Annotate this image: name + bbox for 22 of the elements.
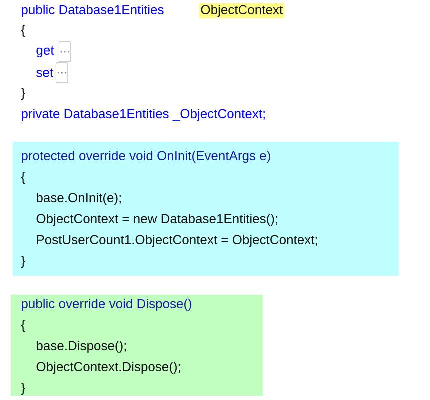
collapsed-block: ... (56, 62, 68, 84)
code-line: get (36, 46, 54, 58)
code-line: set (36, 68, 54, 78)
code-line: } (21, 382, 26, 396)
code-line: public Database1Entities (22, 4, 164, 18)
code-line: PostUserCount1.ObjectContext = ObjectContext; (37, 234, 318, 248)
code-panel (13, 142, 399, 276)
code-line: public override void Dispose() (22, 298, 192, 312)
code-line: { (21, 172, 26, 184)
code-line: base.Dispose(); (37, 340, 126, 354)
code-line: } (21, 88, 26, 100)
code-line: ObjectContext.Dispose(); (36, 362, 180, 374)
code-line: base.OnInit(e); (37, 192, 122, 206)
code-panel (11, 295, 263, 396)
highlighted-word: ObjectContext (199, 3, 285, 19)
code-line: private Database1Entities _ObjectContext; (22, 108, 265, 122)
code-line: } (21, 256, 26, 268)
code-line: protected override void OnInit(EventArgs e) (22, 150, 270, 164)
code-line: ObjectContext = new Database1Entities(); (36, 214, 278, 226)
code-line: { (21, 320, 26, 332)
code-line: { (21, 24, 26, 38)
collapsed-block: ... (59, 42, 72, 62)
